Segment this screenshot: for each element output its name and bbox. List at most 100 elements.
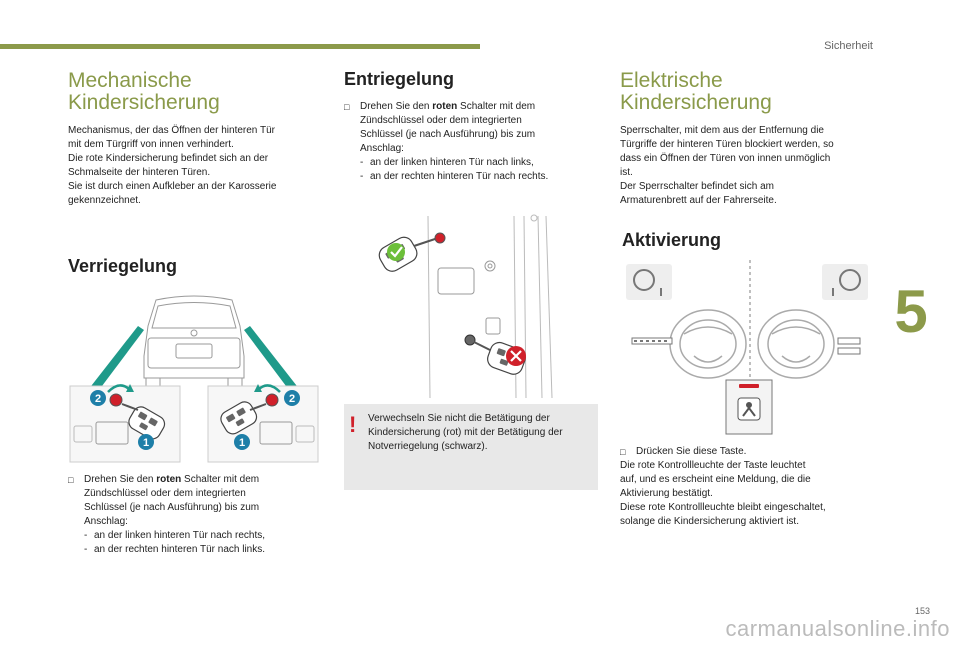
unlocking-illustration	[378, 214, 553, 398]
right-indicator-ray	[244, 326, 300, 394]
unlocking-bullet-text: Schalter mit dem	[457, 101, 536, 112]
callout-badge	[138, 434, 154, 450]
left-hand-drive-icon	[626, 264, 672, 300]
page-number: 153	[914, 606, 930, 616]
unlocking-line: Zündschlüssel oder dem integrierten	[360, 115, 522, 126]
locking-bullet-emphasis: roten	[156, 474, 182, 485]
right-key-fob	[220, 401, 258, 435]
activation-illustration	[626, 260, 868, 435]
right-red-switch	[265, 393, 279, 407]
right-steering-wheel	[757, 309, 835, 379]
callout-text: 1	[143, 437, 149, 449]
activation-line: Diese rote Kontrollleuchte bleibt einges…	[620, 502, 826, 513]
unlocking-dash-text: an der linken hinteren Tür nach links,	[370, 157, 534, 168]
activation-title: Aktivierung	[622, 230, 722, 250]
unlocking-instructions: □ Drehen Sie den roten Schalter mit dem …	[344, 100, 598, 184]
locking-instructions: □ Drehen Sie den roten Schalter mit dem …	[68, 473, 330, 557]
locking-title: Verriegelung	[68, 256, 178, 276]
electric-line: ist.	[620, 167, 633, 178]
activation-line: solange die Kindersicherung aktiviert is…	[620, 516, 799, 527]
mechanical-title-line2: Kindersicherung	[68, 91, 220, 114]
locking-bullet: □ Drehen Sie den roten Schalter mit dem	[68, 473, 330, 487]
unlocking-line: Anschlag:	[360, 143, 404, 154]
warning-line: Verwechseln Sie nicht die Betätigung der	[368, 413, 550, 424]
activation-bullet-text: Drücken Sie diese Taste.	[636, 446, 747, 457]
unlocking-dash-text: an der rechten hinteren Tür nach rechts.	[370, 171, 549, 182]
electric-line: Armaturenbrett auf der Fahrerseite.	[620, 195, 777, 206]
black-emergency-lock	[464, 334, 476, 346]
unlocking-line: Schlüssel (je nach Ausführung) bis zum	[360, 129, 536, 140]
bullet-square-icon: □	[68, 475, 74, 485]
locking-line: Zündschlüssel oder dem integrierten	[84, 488, 246, 499]
activation-instructions: □ Drücken Sie diese Taste. Die rote Kont…	[620, 445, 882, 529]
unlocking-bullet-emphasis: roten	[432, 101, 458, 112]
mechanical-line: mit dem Türgriff von innen verhindert.	[68, 139, 234, 150]
electric-line: Türgriffe der hinteren Türen blockiert w…	[620, 139, 834, 150]
mechanical-line: Sie ist durch einen Aufkleber an der Kar…	[68, 181, 277, 192]
callout-text: 2	[95, 393, 101, 405]
right-door-latch	[259, 421, 293, 445]
mechanical-line: Mechanismus, der das Öffnen der hinteren…	[68, 125, 275, 136]
mechanical-title-line1: Mechanische	[68, 69, 192, 92]
activation-bullet: □ Drücken Sie diese Taste.	[620, 445, 882, 459]
locking-dash-item: -an der rechten hinteren Tür nach links.	[84, 544, 266, 555]
electric-title-line2: Kindersicherung	[620, 91, 772, 114]
watermark: carmanualsonline.info	[725, 616, 950, 641]
door-edge-lines	[427, 215, 553, 398]
locking-line: Schlüssel (je nach Ausführung) bis zum	[84, 502, 260, 513]
mechanical-line: Schmalseite der hinteren Türen.	[68, 167, 211, 178]
activation-line: auf, und es erscheint eine Meldung, die …	[620, 474, 811, 485]
electric-line: dass ein Öffnen der Türen von innen unmö…	[620, 153, 831, 164]
warning-exclamation-icon: !	[349, 412, 357, 437]
activation-line: Die rote Kontrollleuchte der Taste leuch…	[620, 460, 806, 471]
unlocking-title: Entriegelung	[344, 69, 455, 89]
locking-bullet-text: Drehen Sie den	[84, 474, 157, 485]
callout-badge	[284, 390, 300, 406]
electric-description: Sperrschalter, mit dem aus der Entfernun…	[620, 124, 882, 208]
callout-text: 1	[239, 437, 245, 449]
left-key-fob	[128, 406, 166, 440]
locking-illustration: 2 1 2 1	[69, 295, 319, 463]
bullet-square-icon: □	[620, 447, 626, 457]
chapter-number: 5	[894, 278, 928, 345]
red-indicator-led	[739, 384, 759, 388]
right-switch-strip	[837, 337, 861, 345]
electric-line: Der Sperrschalter befindet sich am	[620, 181, 774, 192]
electric-line: Sperrschalter, mit dem aus der Entfernun…	[620, 125, 824, 136]
warning-box	[344, 404, 598, 490]
unlocking-bullet: □ Drehen Sie den roten Schalter mit dem	[344, 100, 598, 114]
bullet-square-icon: □	[344, 102, 350, 112]
check-icon	[387, 243, 405, 261]
activation-line: Aktivierung bestätigt.	[620, 488, 713, 499]
locking-dash-item: -an der linken hinteren Tür nach rechts,	[84, 530, 266, 541]
locking-line: Anschlag:	[84, 516, 128, 527]
warning-line: Notverriegelung (schwarz).	[368, 441, 488, 452]
mechanical-line: gekennzeichnet.	[68, 195, 141, 206]
section-label: Sicherheit	[824, 40, 873, 52]
child-lock-button	[725, 379, 773, 435]
locking-dash-text: an der linken hinteren Tür nach rechts,	[94, 530, 266, 541]
left-steering-wheel	[669, 309, 747, 379]
left-indicator-ray	[88, 326, 144, 394]
callout-badge	[234, 434, 250, 450]
car-rear-view	[143, 295, 245, 387]
locking-bullet-text: Schalter mit dem	[181, 474, 260, 485]
header-accent-bar	[0, 44, 480, 49]
left-door-latch	[95, 421, 129, 445]
locking-dash-text: an der rechten hinteren Tür nach links.	[94, 544, 266, 555]
unlocking-dash-item: -an der linken hinteren Tür nach links,	[360, 157, 534, 168]
callout-text: 2	[289, 393, 295, 405]
mechanical-line: Die rote Kindersicherung befindet sich a…	[68, 153, 269, 164]
unlocking-bullet-text: Drehen Sie den	[360, 101, 433, 112]
mechanical-title: Mechanische Kindersicherung	[68, 70, 328, 114]
right-hand-drive-icon	[822, 264, 868, 300]
unlocking-dash-item: -an der rechten hinteren Tür nach rechts…	[360, 171, 549, 182]
mechanical-description: Mechanismus, der das Öffnen der hinteren…	[68, 124, 328, 208]
warning-line: Kindersicherung (rot) mit der Betätigung…	[368, 427, 563, 438]
electric-title-line1: Elektrische	[620, 69, 723, 92]
left-red-switch	[109, 393, 123, 407]
warning-text: Verwechseln Sie nicht die Betätigung der…	[368, 412, 592, 454]
door-latch	[437, 267, 475, 295]
electric-title: Elektrische Kindersicherung	[620, 70, 880, 114]
callout-badge	[90, 390, 106, 406]
